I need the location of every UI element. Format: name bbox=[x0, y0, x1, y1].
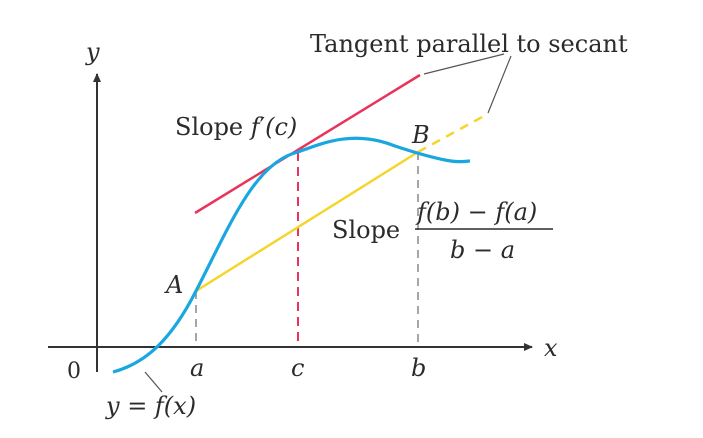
tangent-slope-prime: ′ bbox=[260, 113, 265, 141]
secant-slope-numerator: f(b) − f(a) bbox=[415, 198, 537, 226]
point-label-b: B bbox=[411, 121, 430, 149]
callout-leader-tangent bbox=[423, 53, 505, 75]
callout-leader-secant bbox=[487, 55, 512, 114]
tangent-parallel-callout: Tangent parallel to secant bbox=[310, 30, 628, 58]
secant-slope-denominator: b − a bbox=[450, 236, 515, 264]
tangent-slope-label: Slope f′(c) bbox=[175, 113, 297, 141]
tick-label-a: a bbox=[190, 354, 204, 382]
origin-label: 0 bbox=[67, 359, 81, 384]
secant-line bbox=[195, 150, 419, 293]
function-curve bbox=[112, 136, 471, 374]
tangent-line bbox=[194, 73, 421, 215]
point-label-a: A bbox=[164, 271, 183, 299]
tick-label-b: b bbox=[411, 354, 426, 382]
x-axis-label: x bbox=[544, 334, 558, 362]
tick-label-c: c bbox=[291, 354, 304, 382]
curve-label-leader bbox=[144, 371, 163, 393]
curve-label: y = f(x) bbox=[105, 392, 196, 420]
y-axis-label: y bbox=[85, 38, 100, 66]
tangent-slope-arg: (c) bbox=[265, 113, 297, 141]
secant-extension bbox=[417, 114, 485, 154]
secant-slope-word: Slope bbox=[332, 216, 400, 244]
tangent-slope-word: Slope bbox=[175, 113, 251, 141]
